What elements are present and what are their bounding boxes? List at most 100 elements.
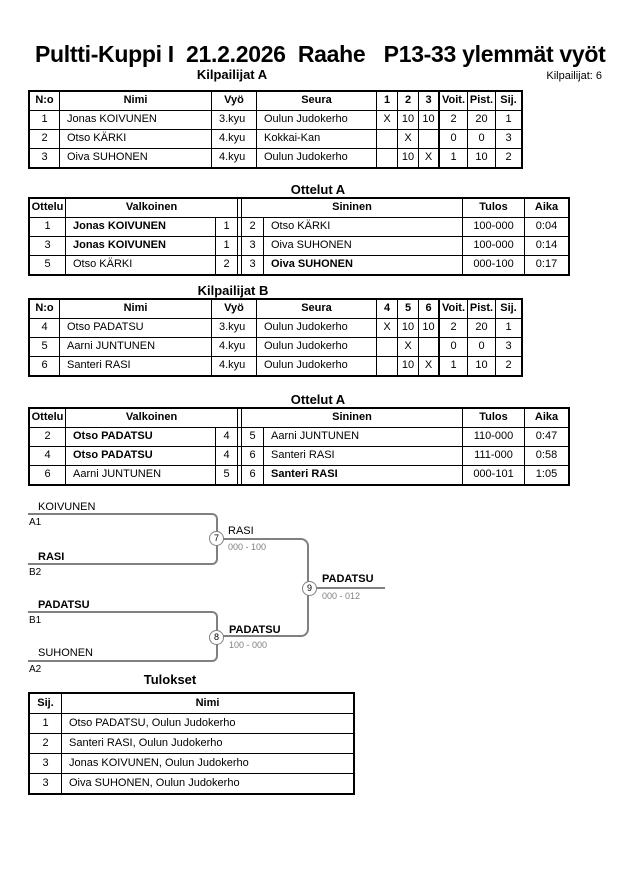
cell-blue-name: Aarni JUNTUNEN bbox=[264, 428, 463, 446]
cell-wins: 0 bbox=[440, 338, 468, 356]
cell-match: X bbox=[377, 319, 398, 337]
bracket-match-score: 000 - 100 bbox=[228, 542, 267, 552]
cell-place: 3 bbox=[30, 754, 62, 773]
cell-blue-number: 6 bbox=[242, 447, 264, 465]
bracket-connector bbox=[223, 588, 309, 637]
section-heading-kilpailijat-b: Kilpailijat B bbox=[197, 283, 269, 298]
table-row: 2 Santeri RASI, Oulun Judokerho bbox=[30, 733, 353, 753]
cell-gap bbox=[238, 447, 242, 465]
cell-blue-name: Oiva SUHONEN bbox=[264, 256, 463, 274]
cell-points: 10 bbox=[468, 149, 496, 167]
cell-name: Otso PADATSU, Oulun Judokerho bbox=[69, 717, 236, 729]
cell-result: 000-100 bbox=[463, 256, 525, 274]
table-header-row: Sij. Nimi bbox=[30, 694, 353, 713]
cell-match: 10 bbox=[419, 319, 440, 337]
cell-gap bbox=[238, 428, 242, 446]
bracket-seed-tag: A2 bbox=[29, 664, 42, 675]
cell-match bbox=[419, 338, 440, 356]
cell-number: 6 bbox=[30, 357, 60, 375]
bracket-seed-name: RASI bbox=[38, 551, 65, 563]
cell-club: Oulun Judokerho bbox=[257, 338, 377, 356]
bracket-seed-line bbox=[28, 513, 210, 515]
cell-number: 2 bbox=[30, 130, 60, 148]
cell-name: Aarni JUNTUNEN bbox=[60, 338, 212, 356]
cell-number: 3 bbox=[30, 149, 60, 167]
table-header-row: N:o Nimi Vyö Seura 4 5 6 Voit. Pist. Sij… bbox=[30, 300, 521, 318]
bracket-match-circle-8: 8 bbox=[209, 630, 224, 645]
col-header: Aika bbox=[534, 201, 559, 213]
cell-match-number: 2 bbox=[30, 428, 66, 446]
cell-belt: 3.kyu bbox=[212, 111, 257, 129]
col-header: Nimi bbox=[60, 300, 212, 318]
cell-match: X bbox=[419, 357, 440, 375]
table-row: 1 Jonas KOIVUNEN 1 2 Otso KÄRKI 100-000 … bbox=[30, 217, 568, 236]
col-header: 5 bbox=[398, 300, 419, 318]
col-header: 2 bbox=[398, 92, 419, 110]
cell-place: 3 bbox=[505, 132, 512, 144]
cell-white-name: Otso PADATSU bbox=[66, 447, 216, 465]
cell-club: Oulun Judokerho bbox=[257, 319, 377, 337]
table-row: 3 Jonas KOIVUNEN 1 3 Oiva SUHONEN 100-00… bbox=[30, 236, 568, 255]
col-gap bbox=[238, 199, 242, 217]
cell-white-number: 1 bbox=[216, 237, 238, 255]
table-row: 5 Otso KÄRKI 2 3 Oiva SUHONEN 000-100 0:… bbox=[30, 255, 568, 274]
bracket-seed-line bbox=[28, 660, 210, 662]
cell-match bbox=[419, 130, 440, 148]
bracket-match-circle-9: 9 bbox=[302, 581, 317, 596]
cell-white-number: 4 bbox=[216, 428, 238, 446]
bracket-final-line bbox=[316, 587, 385, 589]
cell-number: 4 bbox=[30, 319, 60, 337]
table-row: 3 Jonas KOIVUNEN, Oulun Judokerho bbox=[30, 753, 353, 773]
cell-number: 5 bbox=[30, 338, 60, 356]
cell-points: 20 bbox=[468, 319, 496, 337]
tulokset-table: Sij. Nimi 1 Otso PADATSU, Oulun Judokerh… bbox=[28, 692, 355, 795]
cell-white-name: Otso PADATSU bbox=[66, 428, 216, 446]
bracket-match-score: 100 - 000 bbox=[229, 640, 268, 650]
col-header: 6 bbox=[419, 300, 440, 318]
ottelut-a2-table: Ottelu Valkoinen Sininen Tulos Aika 2 Ot… bbox=[28, 407, 570, 486]
bracket-seed-tag: A1 bbox=[29, 517, 42, 528]
cell-white-name: Aarni JUNTUNEN bbox=[66, 466, 216, 484]
table-row: 2 Otso PADATSU 4 5 Aarni JUNTUNEN 110-00… bbox=[30, 427, 568, 446]
cell-result: 100-000 bbox=[463, 237, 525, 255]
col-header: Sij. bbox=[30, 694, 62, 713]
table-row: 1 Otso PADATSU, Oulun Judokerho bbox=[30, 713, 353, 733]
cell-name: Jonas KOIVUNEN, Oulun Judokerho bbox=[69, 757, 249, 769]
cell-club: Kokkai-Kan bbox=[257, 130, 377, 148]
cell-match: 10 bbox=[419, 111, 440, 129]
col-header: Tulos bbox=[463, 409, 525, 427]
cell-wins: 0 bbox=[440, 130, 468, 148]
cell-result: 100-000 bbox=[463, 218, 525, 236]
section-heading-tulokset: Tulokset bbox=[143, 672, 197, 687]
table-row: 6 Santeri RASI 4.kyu Oulun Judokerho 10 … bbox=[30, 356, 521, 375]
col-gap bbox=[238, 409, 242, 427]
cell-time: 0:04 bbox=[535, 220, 558, 232]
cell-gap bbox=[238, 466, 242, 484]
cell-name: Santeri RASI, Oulun Judokerho bbox=[69, 737, 223, 749]
table-row: 3 Oiva SUHONEN 4.kyu Oulun Judokerho 10 … bbox=[30, 148, 521, 167]
cell-name: Oiva SUHONEN bbox=[60, 149, 212, 167]
cell-match bbox=[377, 357, 398, 375]
cell-blue-name: Santeri RASI bbox=[264, 447, 463, 465]
col-header: Voit. bbox=[440, 300, 468, 318]
col-header: Voit. bbox=[440, 92, 468, 110]
col-header: Sininen bbox=[242, 409, 463, 427]
col-header: Sij. bbox=[500, 94, 517, 106]
cell-belt: 4.kyu bbox=[212, 149, 257, 167]
bracket-winner-name: PADATSU bbox=[322, 573, 374, 585]
cell-name: Jonas KOIVUNEN bbox=[60, 111, 212, 129]
cell-white-number: 4 bbox=[216, 447, 238, 465]
bracket-connector bbox=[223, 538, 309, 588]
cell-white-number: 2 bbox=[216, 256, 238, 274]
competitors-count: Kilpailijat: 6 bbox=[546, 70, 602, 82]
cell-wins: 1 bbox=[440, 357, 468, 375]
cell-white-name: Otso KÄRKI bbox=[66, 256, 216, 274]
table-header-row: Ottelu Valkoinen Sininen Tulos Aika bbox=[30, 199, 568, 217]
cell-match: 10 bbox=[398, 357, 419, 375]
cell-belt: 4.kyu bbox=[212, 357, 257, 375]
cell-time: 1:05 bbox=[535, 468, 558, 480]
cell-blue-number: 3 bbox=[242, 256, 264, 274]
cell-wins: 2 bbox=[440, 111, 468, 129]
cell-result: 110-000 bbox=[463, 428, 525, 446]
bracket-match-circle-7: 7 bbox=[209, 531, 224, 546]
